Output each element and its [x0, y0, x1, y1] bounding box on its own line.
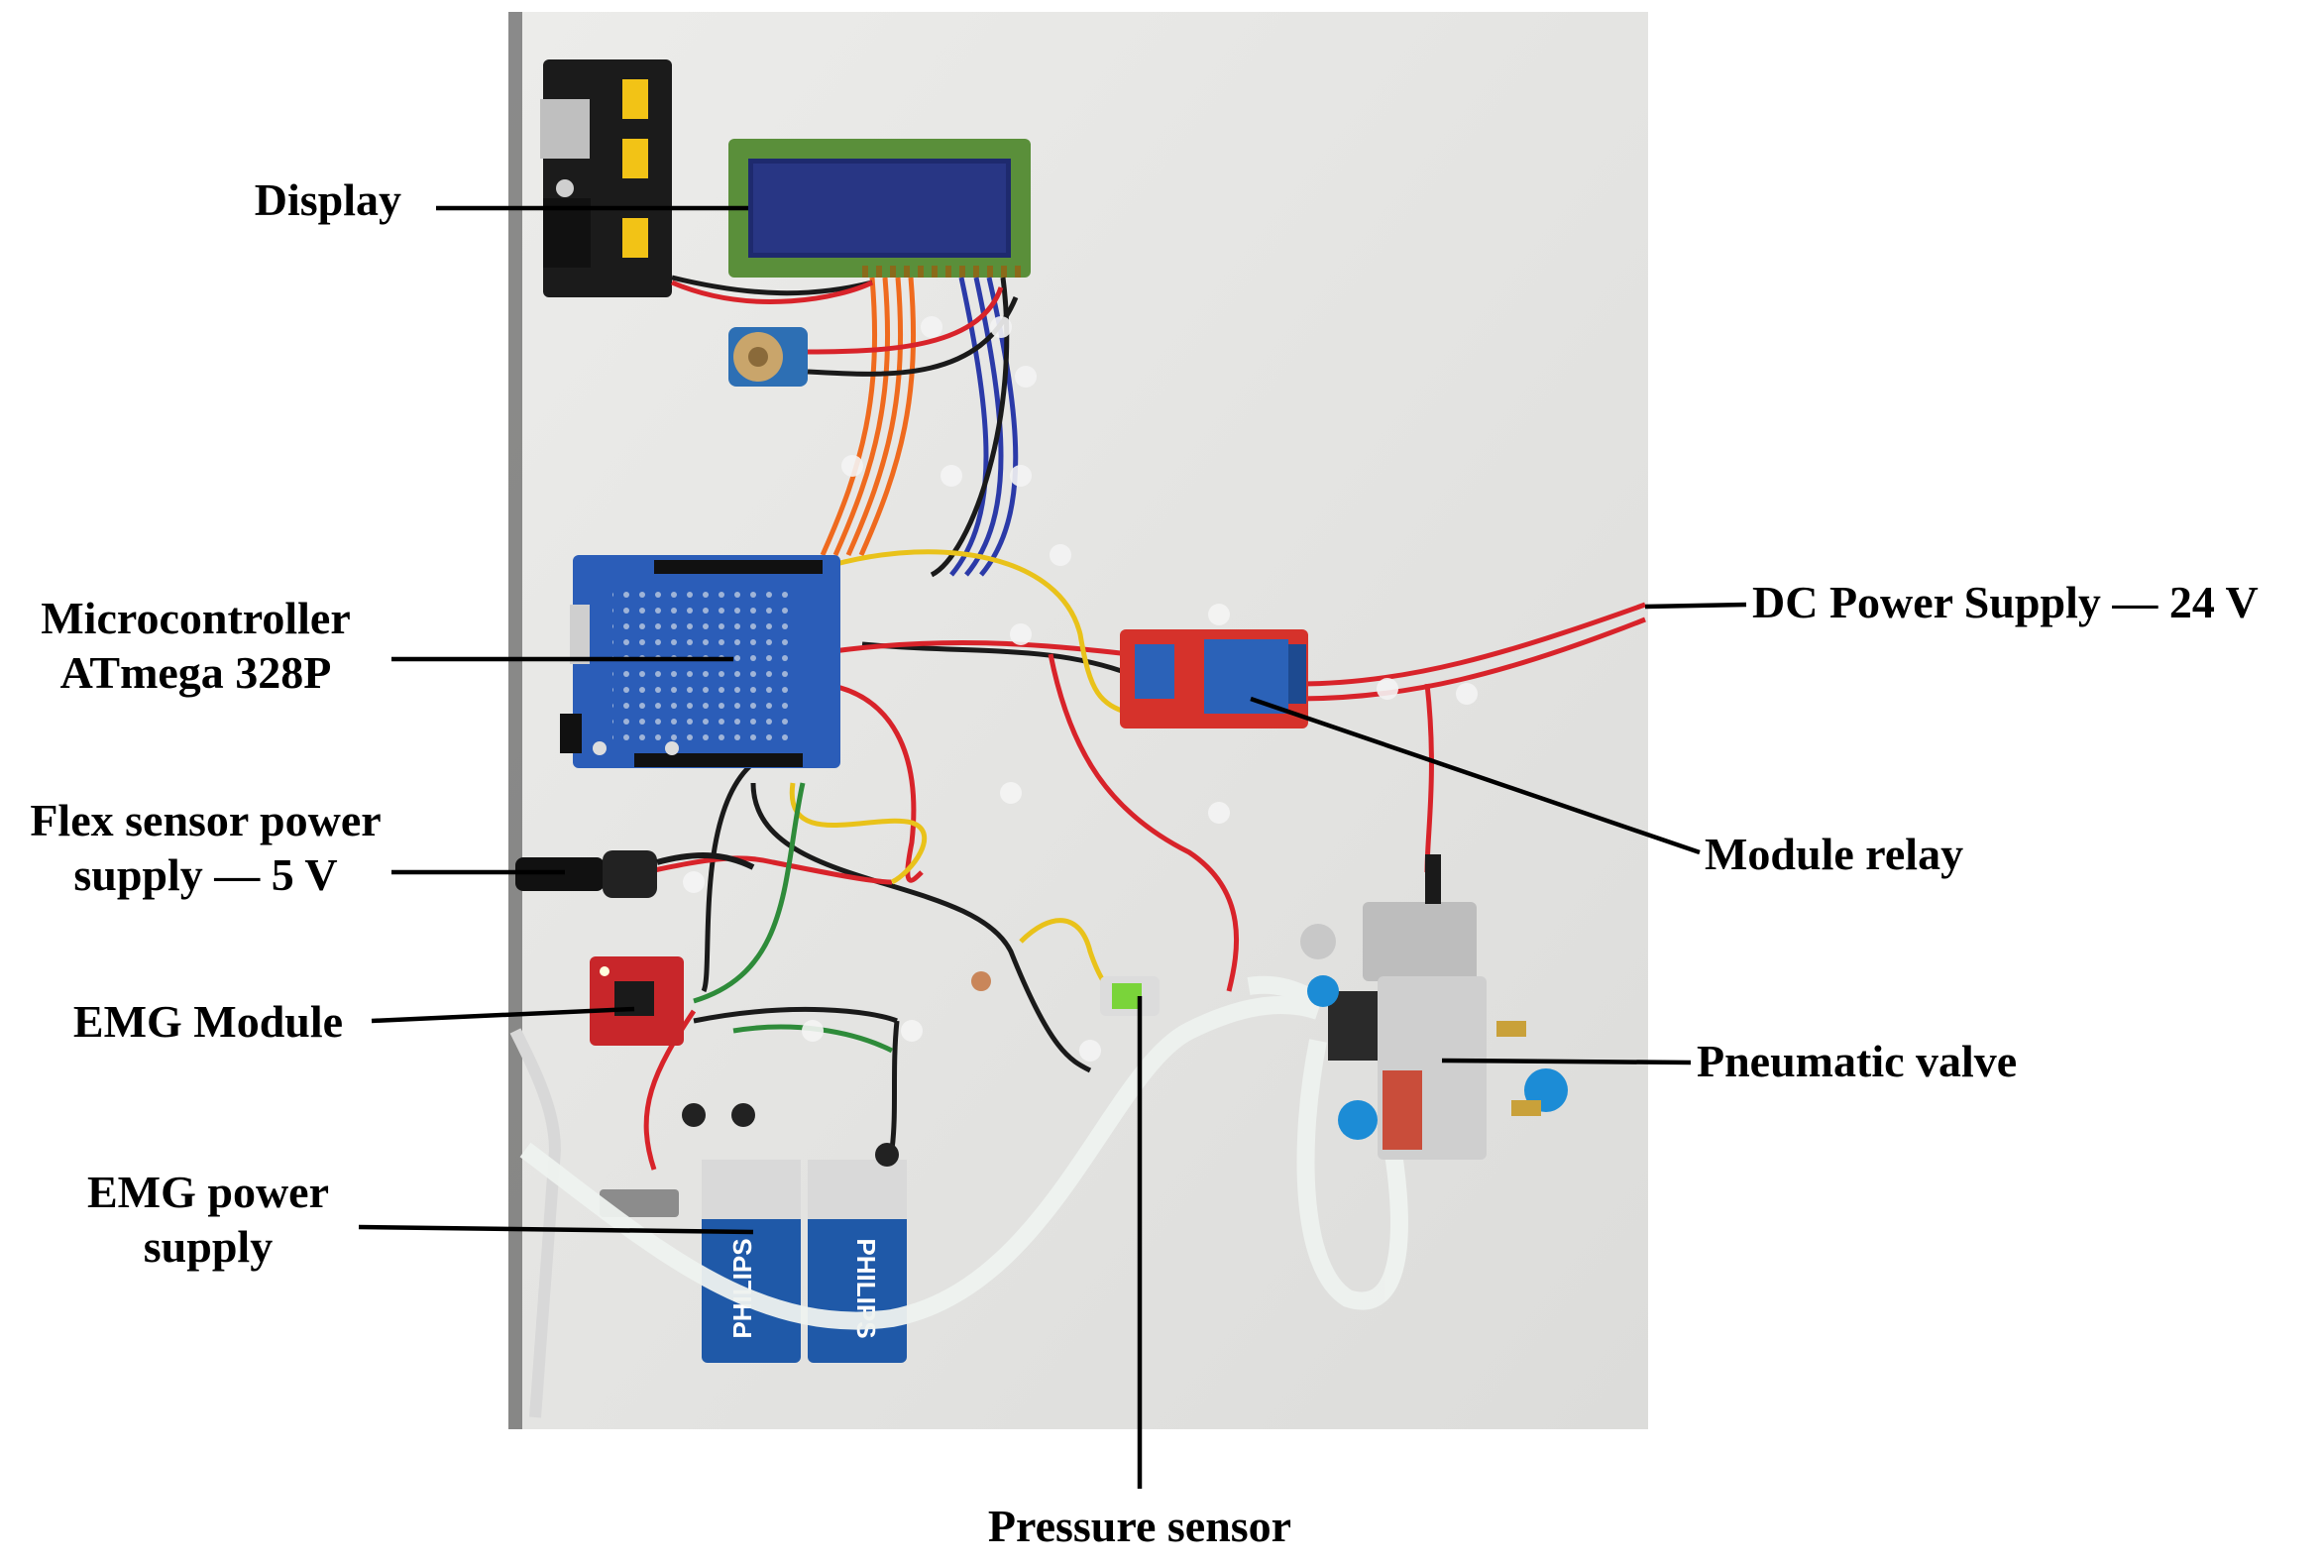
- label-microcontroller-line1: Microcontroller: [41, 593, 351, 643]
- label-display-text: Display: [254, 174, 401, 225]
- label-microcontroller: Microcontroller ATmega 328P: [20, 591, 372, 700]
- leader-pneumatic-valve: [1441, 1058, 1692, 1065]
- breadboard-power-module: [540, 59, 672, 297]
- label-emg-power-line2: supply: [143, 1221, 274, 1273]
- leader-emg-power: [358, 1224, 754, 1235]
- label-module-relay: Module relay: [1705, 827, 1963, 881]
- arduino-board: [560, 555, 840, 768]
- label-flex-power-line1: Flex sensor power: [30, 795, 382, 845]
- leader-dc-power: [1644, 602, 1747, 610]
- callout-lines: [358, 205, 1747, 1489]
- label-module-relay-text: Module relay: [1705, 829, 1964, 879]
- cable-mounts: [683, 316, 1478, 1062]
- label-pneumatic-valve-text: Pneumatic valve: [1697, 1036, 2018, 1086]
- label-flex-power-line2: supply — 5 V: [73, 849, 338, 901]
- label-pneumatic-valve: Pneumatic valve: [1697, 1034, 2017, 1088]
- potentiometer: [728, 327, 808, 387]
- label-pressure-sensor: Pressure sensor: [922, 1499, 1358, 1553]
- pressure-sensor-hardware: [971, 971, 1160, 1016]
- label-emg-module-text: EMG Module: [72, 996, 344, 1047]
- lcd-display-hardware: [728, 139, 1031, 278]
- label-dc-power-text: DC Power Supply — 24 V: [1752, 577, 2259, 627]
- label-flex-power: Flex sensor power supply — 5 V: [10, 793, 401, 902]
- board-left-edge: [508, 12, 522, 1429]
- label-emg-module: EMG Module: [50, 994, 367, 1049]
- orange-ribbon-wires: [820, 277, 917, 557]
- pneumatic-valve-hardware: [1300, 854, 1568, 1160]
- label-pressure-sensor-text: Pressure sensor: [987, 1501, 1292, 1551]
- relay-module-hardware: [1120, 629, 1308, 728]
- label-microcontroller-line2: ATmega 328P: [59, 647, 332, 699]
- emg-module-hardware: [509, 956, 684, 1418]
- label-emg-power: EMG power supply: [69, 1165, 347, 1274]
- label-display: Display: [178, 172, 401, 227]
- leader-module-relay: [1250, 696, 1701, 855]
- label-dc-power: DC Power Supply — 24 V: [1752, 575, 2259, 629]
- leader-emg-module: [371, 1006, 635, 1024]
- label-emg-power-line1: EMG power: [86, 1167, 329, 1217]
